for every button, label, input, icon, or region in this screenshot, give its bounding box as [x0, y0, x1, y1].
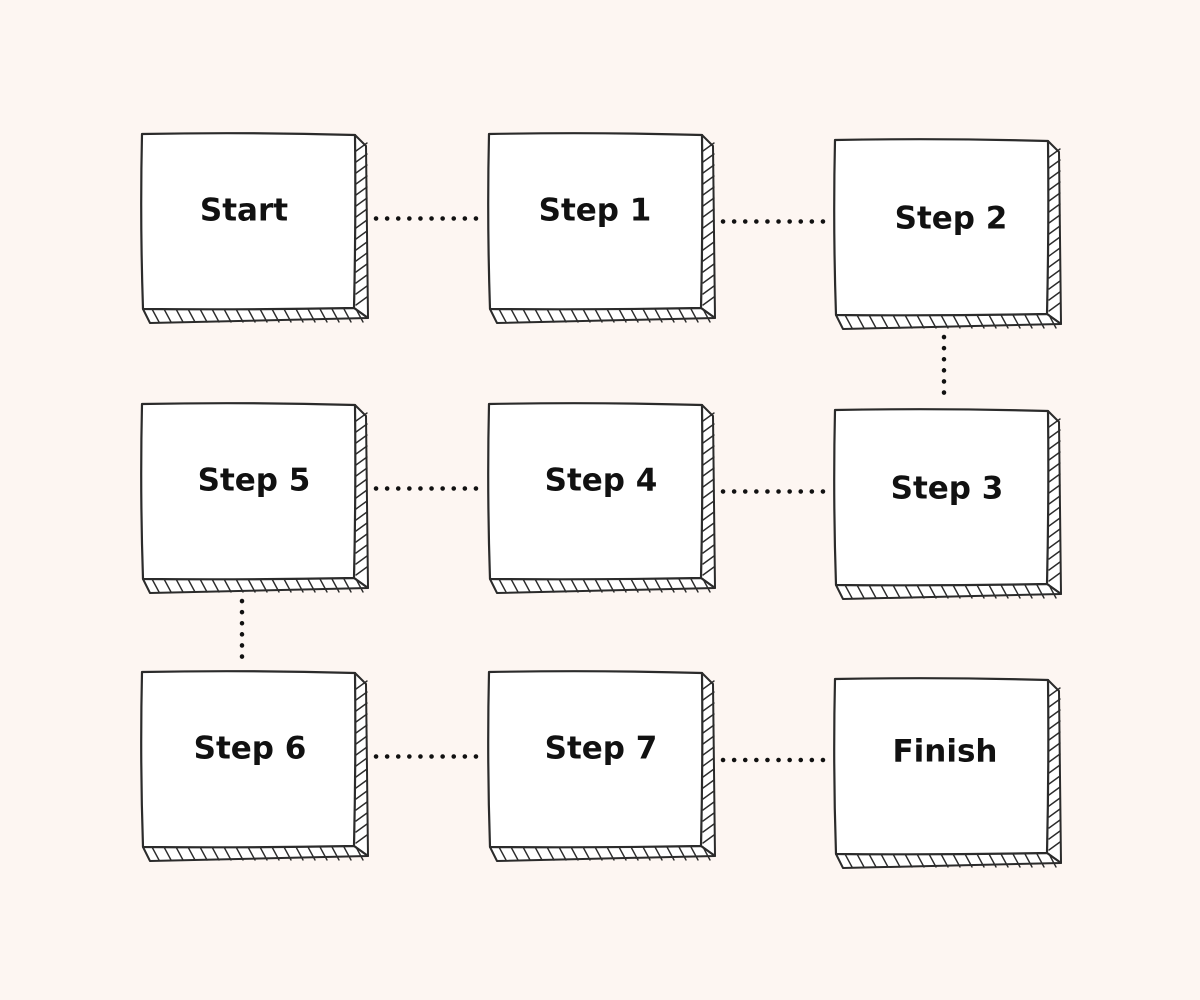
node-label-step4: Step 4	[545, 463, 658, 499]
node-label-step1: Step 1	[539, 193, 652, 229]
node-face	[487, 670, 704, 849]
node-hatching	[498, 142, 715, 323]
node-label-start: Start	[200, 193, 288, 229]
node-face	[487, 132, 704, 311]
node-face	[140, 670, 357, 849]
node-step6[interactable]: Step 6	[140, 670, 369, 862]
node-face	[487, 402, 704, 581]
node-step7[interactable]: Step 7	[487, 670, 716, 862]
node-face	[833, 138, 1050, 317]
node-face	[833, 677, 1050, 856]
node-hatching	[151, 412, 368, 593]
node-step1[interactable]: Step 1	[487, 132, 716, 324]
node-label-step2: Step 2	[895, 201, 1008, 237]
node-hatching	[498, 680, 715, 861]
node-label-step5: Step 5	[198, 463, 311, 499]
node-step5[interactable]: Step 5	[140, 402, 369, 594]
node-label-finish: Finish	[892, 734, 997, 770]
node-label-step6: Step 6	[194, 731, 307, 767]
node-step2[interactable]: Step 2	[833, 138, 1062, 330]
node-finish[interactable]: Finish	[833, 677, 1062, 869]
node-hatching	[498, 412, 715, 593]
node-face	[140, 402, 357, 581]
node-start[interactable]: Start	[140, 132, 369, 324]
node-step3[interactable]: Step 3	[833, 408, 1062, 600]
node-hatching	[844, 148, 1061, 329]
node-face	[833, 408, 1050, 587]
connectors-layer	[239, 216, 947, 763]
node-hatching	[844, 418, 1061, 599]
node-hatching	[844, 687, 1061, 868]
node-label-step3: Step 3	[891, 471, 1004, 507]
nodes-layer: Start Step 1 Step 2 Step 3 Step 4 Step 5 Step …	[140, 132, 1062, 869]
node-face	[140, 132, 357, 311]
node-hatching	[151, 680, 368, 861]
node-label-step7: Step 7	[545, 731, 658, 767]
node-step4[interactable]: Step 4	[487, 402, 716, 594]
node-hatching	[151, 142, 368, 323]
